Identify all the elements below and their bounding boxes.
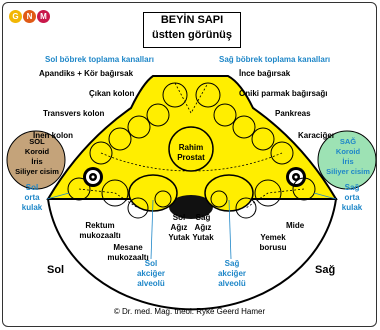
label-bladder: Mesane mukozaaltı [107,243,149,262]
logo-letter-g: G [9,10,22,23]
label-small-intestine: İnce bağırsak [239,69,291,78]
right-eye-disc [317,130,376,190]
label-liver: Karaciğer [298,131,335,140]
logo-letter-n: N [23,10,36,23]
label-left-side: Sol [47,264,65,276]
diagram-frame: G N M BEYİN SAPI üstten görünüş [2,2,377,327]
label-right-choroid: SAĞ Koroid İris Siliyer cisim [326,137,370,176]
title-line2: üstten görünüş [151,29,233,41]
label-ascending-colon: Çıkan kolon [89,89,135,98]
label-transverse-colon: Transvers kolon [43,109,105,118]
center-black-ellipse [169,195,213,219]
label-left-lung: Sol akciğer alveolü [136,259,166,288]
label-right-kidney-ducts: Sağ böbrek toplama kanalları [219,55,331,64]
target-right [286,167,306,187]
label-esophagus: Yemek borusu [259,233,287,252]
copyright-footer: © Dr. med. Mag. theol. Ryke Geerd Hamer [113,307,266,316]
label-rectum: Rektum mukozaaltı [79,221,121,240]
label-left-middle-ear: Sol orta kulak [21,183,43,212]
label-left-kidney-ducts: Sol böbrek toplama kanalları [45,55,154,64]
title-box: BEYİN SAPI üstten görünüş [143,12,241,48]
label-descending-colon: İnen kolon [33,131,73,140]
label-uterus-prostate: Rahim Prostat [177,143,205,162]
label-appendix: Apandiks + Kör bağırsak [39,69,134,78]
label-duodenum: Oniki parmak bağırsağı [239,89,328,98]
label-stomach: Mide [286,221,305,230]
label-left-choroid: SOL Koroid İris Siliyer cisim [15,137,59,176]
relay-circles [67,82,316,219]
label-right-lung: Sağ akciğer alveolü [217,259,247,288]
target-left [83,167,103,187]
label-right-middle-ear: Sağ orta kulak [341,183,363,212]
label-right-side: Sağ [315,264,336,276]
label-left-mouth: Sol Ağız Yutak [168,213,190,242]
lower-arc [46,198,338,311]
label-right-mouth: Sağ Ağız Yutak [192,213,214,242]
logo-letter-m: M [37,10,50,23]
brainstem-drawing [6,75,376,311]
dashed-paths [78,82,305,209]
gnm-logo: G N M [9,10,50,23]
left-eye-disc [6,130,66,190]
pointer-lines [46,192,337,260]
title-line1: BEYİN SAPI [160,14,224,26]
label-pancreas: Pankreas [275,109,311,118]
